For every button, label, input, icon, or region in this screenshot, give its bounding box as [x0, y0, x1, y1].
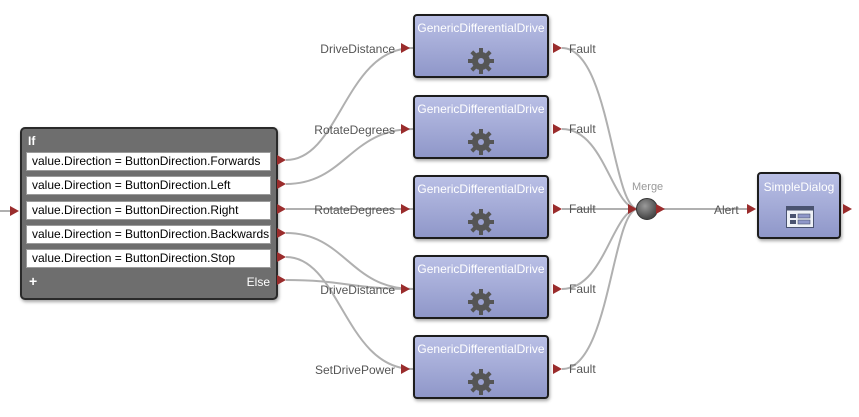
- if-output-pin-forwards[interactable]: [277, 155, 286, 165]
- output-label-fault: Fault: [569, 282, 596, 296]
- generic-differential-drive-activity[interactable]: GenericDifferentialDrive: [413, 335, 549, 399]
- activity-title: GenericDifferentialDrive: [417, 102, 545, 116]
- dialog-output-pin[interactable]: [843, 204, 852, 214]
- service-input-pin[interactable]: [401, 204, 410, 214]
- activity-title: GenericDifferentialDrive: [417, 342, 545, 356]
- if-output-pin-right[interactable]: [277, 204, 286, 214]
- service-output-pin[interactable]: [553, 124, 562, 134]
- gear-icon: [468, 289, 494, 315]
- activity-title: GenericDifferentialDrive: [417, 21, 545, 35]
- activity-title: GenericDifferentialDrive: [417, 182, 545, 196]
- if-condition-backwards[interactable]: value.Direction = ButtonDirection.Backwa…: [26, 225, 271, 244]
- service-output-pin[interactable]: [553, 204, 562, 214]
- output-label-fault: Fault: [569, 42, 596, 56]
- if-condition-right[interactable]: value.Direction = ButtonDirection.Right: [26, 201, 271, 220]
- wire-fault-5: [561, 208, 639, 370]
- service-output-pin[interactable]: [553, 364, 562, 374]
- gear-icon: [468, 369, 494, 395]
- dialog-icon: [786, 206, 814, 228]
- if-title: If: [28, 134, 36, 148]
- input-label-rotate-degrees: RotateDegrees: [314, 123, 395, 137]
- if-output-pin-stop[interactable]: [277, 252, 286, 262]
- simple-dialog-activity[interactable]: SimpleDialog: [757, 172, 841, 239]
- service-input-pin[interactable]: [401, 43, 410, 53]
- wire-left: [285, 128, 414, 185]
- activity-title: SimpleDialog: [763, 180, 835, 194]
- if-output-pin-backwards[interactable]: [277, 228, 286, 238]
- gear-icon: [468, 48, 494, 74]
- dialog-input-pin[interactable]: [747, 204, 756, 214]
- gear-icon: [468, 129, 494, 155]
- alert-label: Alert: [714, 203, 739, 217]
- input-label-drive-distance: DriveDistance: [320, 42, 395, 56]
- if-condition-forwards[interactable]: value.Direction = ButtonDirection.Forwar…: [26, 152, 271, 171]
- service-output-pin[interactable]: [553, 43, 562, 53]
- add-condition-button[interactable]: +: [29, 273, 38, 289]
- generic-differential-drive-activity[interactable]: GenericDifferentialDrive: [413, 14, 549, 78]
- input-label-drive-distance: DriveDistance: [320, 283, 395, 297]
- gear-icon: [468, 209, 494, 235]
- merge-input-pin[interactable]: [628, 204, 637, 214]
- if-output-pin-left[interactable]: [277, 179, 286, 189]
- generic-differential-drive-activity[interactable]: GenericDifferentialDrive: [413, 255, 549, 319]
- wire-forwards: [285, 47, 414, 161]
- merge-node[interactable]: [636, 198, 658, 220]
- service-input-pin[interactable]: [401, 364, 410, 374]
- input-label-rotate-degrees: RotateDegrees: [314, 203, 395, 217]
- wire-fault-1: [561, 47, 639, 210]
- activity-title: GenericDifferentialDrive: [417, 262, 545, 276]
- generic-differential-drive-activity[interactable]: GenericDifferentialDrive: [413, 95, 549, 159]
- if-condition-left[interactable]: value.Direction = ButtonDirection.Left: [26, 176, 271, 195]
- wire-backwards: [285, 232, 414, 290]
- else-label: Else: [246, 275, 270, 289]
- if-activity[interactable]: If value.Direction = ButtonDirection.For…: [20, 127, 278, 300]
- service-input-pin[interactable]: [401, 284, 410, 294]
- service-output-pin[interactable]: [553, 284, 562, 294]
- service-input-pin[interactable]: [401, 124, 410, 134]
- generic-differential-drive-activity[interactable]: GenericDifferentialDrive: [413, 175, 549, 239]
- output-label-fault: Fault: [569, 202, 596, 216]
- merge-label: Merge: [632, 181, 664, 193]
- input-label-set-drive-power: SetDrivePower: [314, 363, 395, 377]
- output-label-fault: Fault: [569, 122, 596, 136]
- merge-output-pin[interactable]: [656, 204, 665, 214]
- output-label-fault: Fault: [569, 362, 596, 376]
- if-condition-stop[interactable]: value.Direction = ButtonDirection.Stop: [26, 249, 271, 268]
- wire-else: [285, 279, 414, 290]
- if-output-pin-else[interactable]: [277, 275, 286, 285]
- if-input-pin[interactable]: [10, 206, 19, 216]
- wire-stop: [285, 256, 414, 370]
